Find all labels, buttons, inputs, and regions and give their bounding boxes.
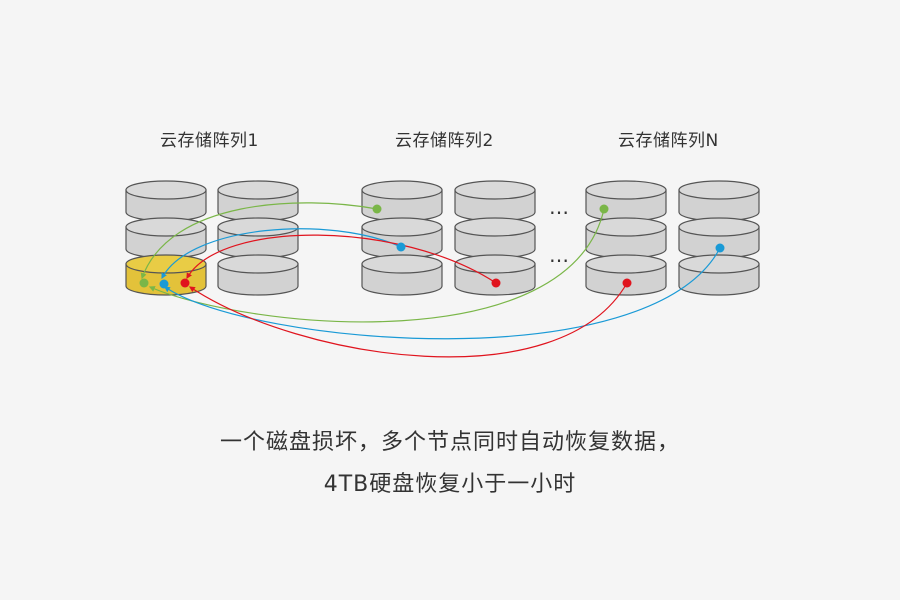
stack-arrayn-a bbox=[585, 180, 667, 296]
disk-top bbox=[217, 180, 299, 200]
disk-top bbox=[585, 217, 667, 237]
source-dot-red-arrayn bbox=[622, 278, 632, 288]
disk-top bbox=[678, 254, 760, 274]
disk-stacks bbox=[125, 180, 760, 296]
target-dot-red bbox=[180, 278, 190, 288]
group-label-n: 云存储阵列N bbox=[618, 131, 719, 151]
stack-array2-b bbox=[454, 180, 536, 296]
disk-top bbox=[678, 180, 760, 200]
disk-top bbox=[454, 180, 536, 200]
recovery-line-blue-2 bbox=[164, 247, 721, 340]
stack-array2-a bbox=[361, 180, 443, 296]
disk-top bbox=[125, 180, 207, 200]
disk-top bbox=[217, 217, 299, 237]
disk-top bbox=[454, 217, 536, 237]
group-label-1: 云存储阵列1 bbox=[160, 131, 259, 151]
target-dot-blue bbox=[159, 279, 169, 289]
stack-array1-b bbox=[217, 180, 299, 296]
disk-top bbox=[361, 217, 443, 237]
failed-disk-top bbox=[125, 254, 207, 274]
recovery-line-blue-1 bbox=[161, 228, 402, 280]
source-dot-red-array2 bbox=[491, 278, 501, 288]
stack-arrayn-b bbox=[678, 180, 760, 296]
recovery-line-green-2 bbox=[148, 208, 605, 323]
caption-line-2: 4TB硬盘恢复小于一小时 bbox=[323, 472, 577, 497]
source-dot-green-array2 bbox=[372, 204, 382, 214]
stack-array1-a bbox=[125, 180, 207, 296]
group-label-2: 云存储阵列2 bbox=[395, 131, 494, 151]
source-dot-blue-array2 bbox=[396, 242, 406, 252]
disk-top bbox=[361, 180, 443, 200]
disk-top bbox=[585, 254, 667, 274]
recovery-line-green-1 bbox=[140, 202, 378, 280]
disk-top bbox=[585, 180, 667, 200]
caption-line-1: 一个磁盘损坏，多个节点同时自动恢复数据， bbox=[219, 430, 680, 455]
recovery-line-red-2 bbox=[188, 282, 628, 358]
ellipsis-top: … bbox=[549, 195, 569, 219]
disk-top bbox=[678, 217, 760, 237]
disk-top bbox=[125, 217, 207, 237]
disk-top bbox=[361, 254, 443, 274]
disk-top bbox=[454, 254, 536, 274]
recovery-line-red-1 bbox=[186, 234, 497, 284]
source-dot-green-arrayn bbox=[599, 204, 609, 214]
disk-top bbox=[217, 254, 299, 274]
source-dot-blue-arrayn bbox=[715, 243, 725, 253]
target-dot-green bbox=[139, 278, 149, 288]
ellipsis-middle: … bbox=[549, 243, 569, 267]
